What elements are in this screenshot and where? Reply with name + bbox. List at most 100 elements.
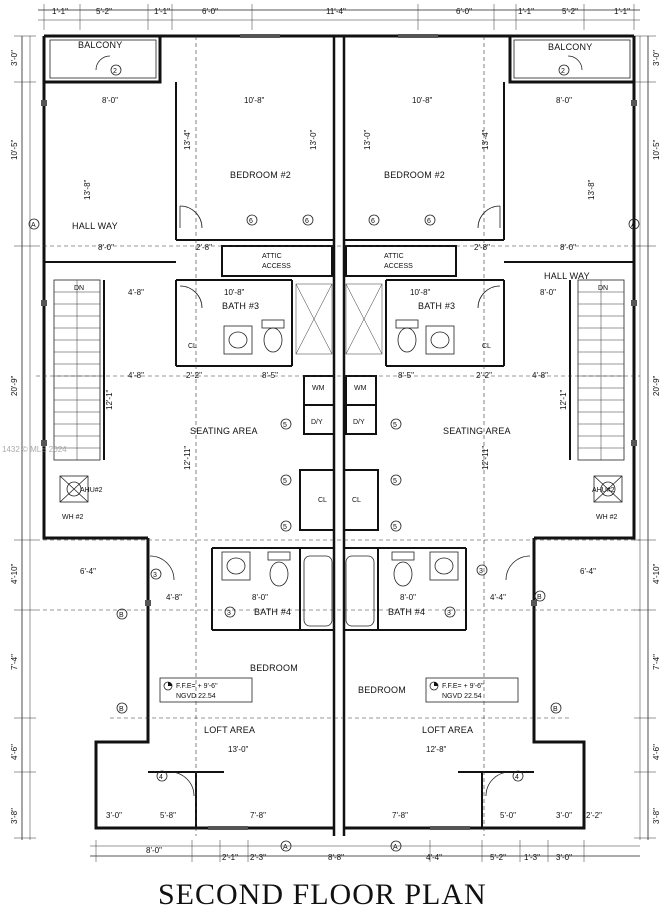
ffe-right: F.F.E= + 9'-6" NGVD 22.54 — [425, 677, 519, 703]
label-attic-right: ATTIC — [384, 253, 404, 260]
label-loft-left: LOFT AREA — [204, 725, 255, 735]
dim-left-6: 4'-6" — [10, 744, 19, 760]
bath4-right-fixtures — [345, 551, 459, 627]
svg-text:13'-8": 13'-8" — [587, 179, 596, 200]
stair-left — [53, 279, 101, 461]
svg-text:2'-2": 2'-2" — [586, 811, 602, 820]
svg-text:13'-4": 13'-4" — [183, 129, 192, 150]
svg-text:8'-0": 8'-0" — [98, 243, 114, 252]
dim-top-4: 6'-0" — [202, 7, 218, 16]
svg-text:3'-0": 3'-0" — [106, 811, 122, 820]
label-wm-left: WM — [312, 385, 325, 392]
label-bedroom-right: BEDROOM — [358, 685, 406, 695]
svg-text:B: B — [537, 594, 542, 601]
label-attic-access-left: ACCESS — [262, 263, 291, 270]
label-closet-right: CL — [352, 497, 361, 504]
room-labels: BALCONY BALCONY BEDROOM #2 BEDROOM #2 HA… — [62, 40, 618, 735]
svg-text:6: 6 — [371, 218, 375, 225]
svg-text:7'-8": 7'-8" — [392, 811, 408, 820]
svg-text:5: 5 — [283, 524, 287, 531]
dim-top-8: 5'-2" — [562, 7, 578, 16]
label-closet-right-2: CL — [482, 343, 491, 350]
svg-text:13'-8": 13'-8" — [83, 179, 92, 200]
label-bedroom-left: BEDROOM — [250, 663, 298, 673]
svg-text:5'-8": 5'-8" — [160, 811, 176, 820]
ahu-left-icon — [59, 475, 89, 503]
dim-bottom-1: 8'-0" — [146, 846, 162, 855]
dim-right-5: 7'-4" — [652, 654, 661, 670]
bottom-dimensions: 8'-0" 2'-1" 2'-3" 8'-8" 4'-4" 5'-2" 1'-3… — [90, 840, 640, 862]
svg-text:5'-0": 5'-0" — [500, 811, 516, 820]
stair-right — [577, 279, 625, 461]
dim-top-2: 5'-2" — [96, 7, 112, 16]
label-balcony-left: BALCONY — [78, 40, 122, 50]
svg-text:12'-1": 12'-1" — [105, 389, 114, 410]
dim-left-5: 7'-4" — [10, 654, 19, 670]
left-dimensions: 3'-0" 10'-5" 20'-9" 4'-10" 7'-4" 4'-6" 3… — [10, 35, 36, 840]
label-bedroom2-left: BEDROOM #2 — [230, 170, 291, 180]
svg-text:5: 5 — [393, 524, 397, 531]
svg-text:4'-4": 4'-4" — [490, 593, 506, 602]
svg-text:8'-0": 8'-0" — [252, 593, 268, 602]
ffe-left-line1: F.F.E= + 9'-6" — [176, 683, 218, 690]
svg-text:4'-8": 4'-8" — [128, 371, 144, 380]
svg-text:8'-0": 8'-0" — [560, 243, 576, 252]
dim-right-6: 4'-6" — [652, 744, 661, 760]
bath3-left-fixtures — [223, 283, 333, 355]
ahu-right-icon — [593, 475, 623, 503]
label-closet-left: CL — [318, 497, 327, 504]
svg-text:5: 5 — [393, 478, 397, 485]
svg-text:8'-0": 8'-0" — [400, 593, 416, 602]
dim-left-2: 10'-5" — [10, 139, 19, 160]
ffe-left-line2: NGVD 22.54 — [176, 693, 216, 700]
svg-text:5: 5 — [283, 422, 287, 429]
svg-text:6: 6 — [249, 218, 253, 225]
svg-text:8'-0": 8'-0" — [102, 96, 118, 105]
dim-right-4: 4'-10" — [652, 563, 661, 584]
label-down-right: DN — [598, 285, 608, 292]
dim-top-6: 6'-0" — [456, 7, 472, 16]
dim-bottom-3: 2'-3" — [250, 853, 266, 862]
svg-text:4: 4 — [515, 774, 519, 781]
svg-text:10'-8": 10'-8" — [224, 288, 245, 297]
svg-text:13'-0": 13'-0" — [228, 745, 249, 754]
label-seating-left: SEATING AREA — [190, 426, 258, 436]
svg-text:8'-0": 8'-0" — [540, 288, 556, 297]
svg-text:4'-8": 4'-8" — [532, 371, 548, 380]
label-dy-left: D/Y — [311, 419, 323, 426]
reference-tags: A A A A B B B B 2 2 6 6 6 6 5 5 5 5 5 5 … — [28, 64, 640, 852]
svg-text:6'-4": 6'-4" — [580, 567, 596, 576]
svg-text:B: B — [119, 706, 124, 713]
dim-bottom-7: 1'-3" — [524, 853, 540, 862]
svg-text:12'-1": 12'-1" — [559, 389, 568, 410]
svg-text:4'-8": 4'-8" — [166, 593, 182, 602]
svg-text:13'-4": 13'-4" — [481, 129, 490, 150]
dim-top-7: 1'-1" — [518, 7, 534, 16]
svg-text:4: 4 — [159, 774, 163, 781]
svg-text:A: A — [393, 844, 398, 851]
interior-walls — [44, 82, 634, 828]
label-wh-right: WH #2 — [596, 514, 618, 521]
svg-text:2'-2": 2'-2" — [476, 371, 492, 380]
dim-left-7: 3'-8" — [10, 808, 19, 824]
svg-text:12'-11": 12'-11" — [481, 446, 490, 470]
svg-text:7'-8": 7'-8" — [250, 811, 266, 820]
label-down-left: DN — [74, 285, 84, 292]
svg-text:10'-8": 10'-8" — [410, 288, 431, 297]
svg-text:2: 2 — [113, 68, 117, 75]
dim-right-7: 3'-8" — [652, 808, 661, 824]
bath3-right-fixtures — [345, 283, 455, 355]
label-dy-right: D/Y — [353, 419, 365, 426]
svg-text:6'-4": 6'-4" — [80, 567, 96, 576]
svg-text:A: A — [631, 222, 636, 229]
dim-bottom-6: 5'-2" — [490, 853, 506, 862]
label-bath4-right: BATH #4 — [388, 607, 425, 617]
dim-bottom-8: 3'-0" — [556, 853, 572, 862]
dim-left-1: 3'-0" — [10, 50, 19, 66]
dim-bottom-5: 4'-4" — [426, 853, 442, 862]
svg-text:12'-8": 12'-8" — [426, 745, 447, 754]
top-dimensions: 1'-1" 5'-2" 1'-1" 6'-0" 11'-4" 6'-0" 1'-… — [38, 4, 640, 30]
drawing-title: SECOND FLOOR PLAN — [158, 878, 487, 911]
dim-top-9: 1'-1" — [614, 7, 630, 16]
